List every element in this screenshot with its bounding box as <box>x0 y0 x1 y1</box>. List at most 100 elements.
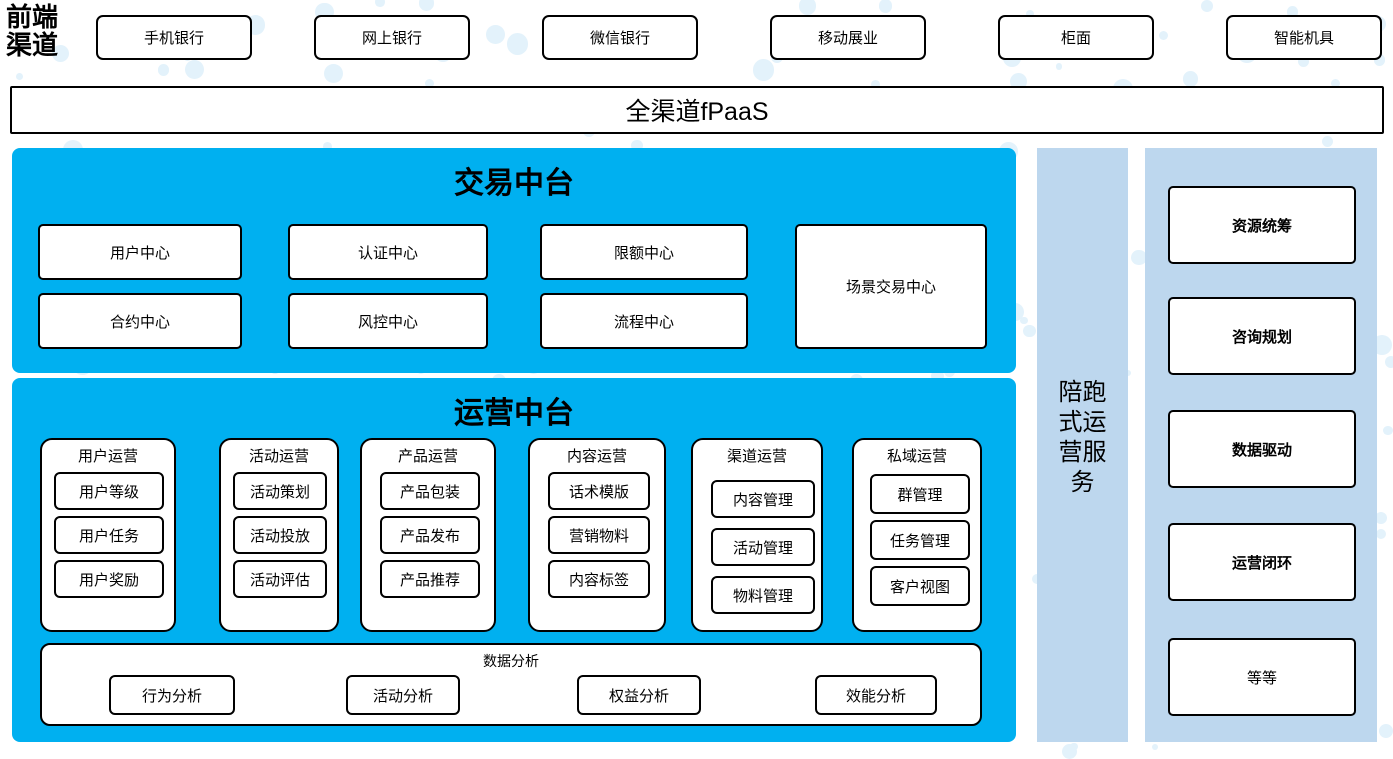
ops-item[interactable]: 内容管理 <box>711 480 815 518</box>
decorative-dot <box>15 73 23 81</box>
data-analysis-item[interactable]: 活动分析 <box>346 675 460 715</box>
decorative-dot <box>1023 324 1036 338</box>
decorative-dot <box>752 58 775 81</box>
ops-group-product: 产品运营 产品包装 产品发布 产品推荐 <box>360 438 496 632</box>
ops-group-title: 活动运营 <box>248 448 309 465</box>
ops-item[interactable]: 群管理 <box>870 474 970 514</box>
trade-box-label: 合约中心 <box>109 313 170 331</box>
decorative-dot <box>375 0 385 7</box>
ops-item[interactable]: 内容标签 <box>548 560 650 598</box>
service-box-operation-closed-loop[interactable]: 运营闭环 <box>1168 523 1356 601</box>
channel-box-mobile-marketing[interactable]: 移动展业 <box>770 15 926 60</box>
data-analysis-panel: 数据分析 行为分析 活动分析 权益分析 效能分析 <box>40 643 982 726</box>
ops-item[interactable]: 用户等级 <box>54 472 164 510</box>
trade-box-label: 限额中心 <box>613 244 674 262</box>
decorative-dot <box>185 60 205 79</box>
trade-box-label: 流程中心 <box>613 313 674 331</box>
data-analysis-item[interactable]: 权益分析 <box>577 675 701 715</box>
ops-item[interactable]: 用户任务 <box>54 516 164 554</box>
service-box-resource-coordination[interactable]: 资源统筹 <box>1168 186 1356 264</box>
data-analysis-item-label: 活动分析 <box>372 687 433 705</box>
ops-item[interactable]: 产品推荐 <box>380 560 480 598</box>
channel-box-label: 智能机具 <box>1273 30 1334 47</box>
ops-item-label: 营销物料 <box>568 527 629 545</box>
ops-item-label: 用户等级 <box>78 483 139 501</box>
data-analysis-item-label: 行为分析 <box>141 687 202 705</box>
channel-box-counter[interactable]: 柜面 <box>998 15 1154 60</box>
trade-box-label: 场景交易中心 <box>845 279 936 296</box>
ops-item-label: 活动投放 <box>249 527 310 545</box>
trade-box-contract-center[interactable]: 合约中心 <box>38 293 242 349</box>
trade-box-label: 风控中心 <box>357 313 418 331</box>
ops-group-private-domain: 私域运营 群管理 任务管理 客户视图 <box>852 438 982 632</box>
decorative-dot <box>1159 30 1169 40</box>
channel-box-mobile-bank[interactable]: 手机银行 <box>96 15 252 60</box>
ops-item-label: 用户任务 <box>78 527 139 545</box>
ops-item[interactable]: 用户奖励 <box>54 560 164 598</box>
channel-box-label: 微信银行 <box>589 30 650 47</box>
ops-item-label: 物料管理 <box>732 587 793 605</box>
trade-box-risk-center[interactable]: 风控中心 <box>288 293 488 349</box>
ops-group-content: 内容运营 话术模版 营销物料 内容标签 <box>528 438 666 632</box>
trade-box-scenario-trade-center[interactable]: 场景交易中心 <box>795 224 987 349</box>
front-channel-label: 前端 渠道 <box>6 4 90 60</box>
ops-item[interactable]: 活动投放 <box>233 516 327 554</box>
decorative-dot <box>1383 426 1393 436</box>
service-box-label: 资源统筹 <box>1231 217 1292 235</box>
ops-group-title: 内容运营 <box>566 448 627 465</box>
data-analysis-item-label: 效能分析 <box>845 687 906 705</box>
ops-group-channel: 渠道运营 内容管理 活动管理 物料管理 <box>691 438 823 632</box>
ops-group-campaign: 活动运营 活动策划 活动投放 活动评估 <box>219 438 339 632</box>
trade-center-title: 交易中台 <box>454 167 574 200</box>
service-box-label: 运营闭环 <box>1231 554 1292 572</box>
trade-box-limit-center[interactable]: 限额中心 <box>540 224 748 280</box>
decorative-dot <box>1070 742 1079 751</box>
fpaas-bar[interactable]: 全渠道fPaaS <box>10 86 1384 134</box>
ops-item[interactable]: 客户视图 <box>870 566 970 606</box>
channel-box-smart-machine[interactable]: 智能机具 <box>1226 15 1382 60</box>
ops-group-user: 用户运营 用户等级 用户任务 用户奖励 <box>40 438 176 632</box>
service-box-consulting-planning[interactable]: 咨询规划 <box>1168 297 1356 375</box>
ops-item-label: 话术模版 <box>568 483 629 501</box>
data-analysis-item[interactable]: 效能分析 <box>815 675 937 715</box>
ops-item[interactable]: 活动管理 <box>711 528 815 566</box>
ops-item[interactable]: 活动策划 <box>233 472 327 510</box>
ops-center-title: 运营中台 <box>454 397 574 430</box>
ops-item[interactable]: 活动评估 <box>233 560 327 598</box>
decorative-dot <box>1151 743 1159 751</box>
channel-box-label: 手机银行 <box>143 30 204 47</box>
ops-item[interactable]: 话术模版 <box>548 472 650 510</box>
channel-box-online-bank[interactable]: 网上银行 <box>314 15 470 60</box>
data-analysis-item[interactable]: 行为分析 <box>109 675 235 715</box>
decorative-dot <box>418 0 435 11</box>
service-column-label-line2: 式运 <box>1058 409 1107 436</box>
trade-box-label: 用户中心 <box>109 244 170 262</box>
channel-box-wechat-bank[interactable]: 微信银行 <box>542 15 698 60</box>
decorative-dot <box>1384 355 1393 369</box>
ops-item[interactable]: 产品包装 <box>380 472 480 510</box>
ops-item-label: 任务管理 <box>889 532 950 550</box>
trade-box-auth-center[interactable]: 认证中心 <box>288 224 488 280</box>
service-column-label-line3: 营服 <box>1058 439 1107 466</box>
ops-item[interactable]: 产品发布 <box>380 516 480 554</box>
ops-group-title: 渠道运营 <box>726 448 787 465</box>
service-column-label-line1: 陪跑 <box>1058 379 1107 406</box>
fpaas-label: 全渠道fPaaS <box>625 98 769 126</box>
trade-box-process-center[interactable]: 流程中心 <box>540 293 748 349</box>
trade-box-user-center[interactable]: 用户中心 <box>38 224 242 280</box>
ops-item[interactable]: 营销物料 <box>548 516 650 554</box>
decorative-dot <box>506 33 529 56</box>
ops-item-label: 内容管理 <box>732 491 793 509</box>
ops-item[interactable]: 物料管理 <box>711 576 815 614</box>
data-analysis-title: 数据分析 <box>483 653 539 669</box>
front-channel-label-line2: 渠道 <box>6 31 59 60</box>
service-box-data-driven[interactable]: 数据驱动 <box>1168 410 1356 488</box>
ops-item-label: 产品包装 <box>399 483 460 501</box>
decorative-dot <box>157 64 170 77</box>
decorative-dot <box>1321 136 1333 148</box>
ops-item[interactable]: 任务管理 <box>870 520 970 560</box>
ops-item-label: 内容标签 <box>568 571 629 589</box>
front-channel-label-line1: 前端 <box>6 3 59 32</box>
service-box-etc[interactable]: 等等 <box>1168 638 1356 716</box>
